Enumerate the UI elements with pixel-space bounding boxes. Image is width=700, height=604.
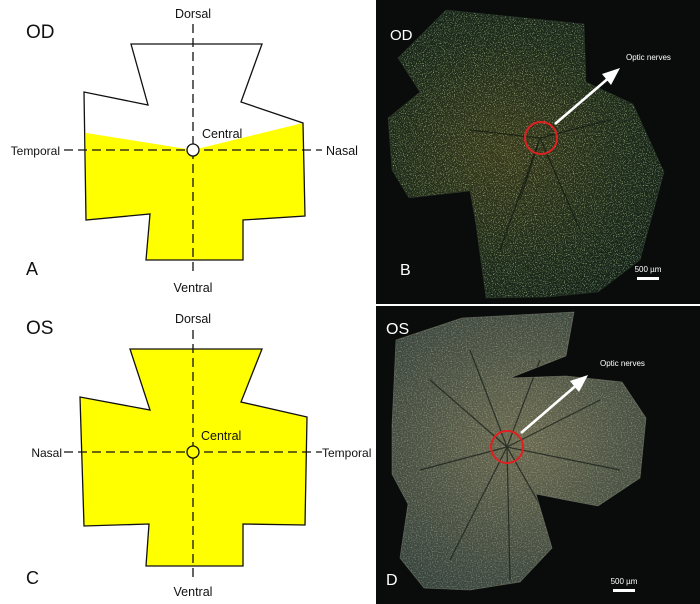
panel-a-highlight-region — [86, 123, 305, 260]
panel-b-arrow-head — [602, 68, 620, 85]
panel-c-label-top: Dorsal — [175, 312, 211, 326]
panel-c-letter: C — [26, 568, 39, 588]
panel-c-label-left: Nasal — [31, 446, 62, 460]
panel-b-annotation-arrow — [554, 75, 612, 125]
panel-c-label-right: Temporal — [322, 446, 371, 460]
panel-c: OS C Dorsal Ventral Nasal Temporal Centr… — [26, 312, 371, 599]
panel-d-letter: D — [386, 572, 398, 589]
panel-a-label-left: Temporal — [11, 144, 60, 158]
panel-d-optic-nerve-circle — [490, 430, 524, 464]
panel-c-eye-label: OS — [26, 318, 53, 339]
panel-b-scale-bar — [637, 277, 659, 280]
panel-b-retina-edge — [387, 9, 665, 299]
panel-a-eye-label: OD — [26, 22, 55, 43]
panel-a: OD A Dorsal Ventral Temporal Nasal Centr… — [11, 7, 358, 295]
panel-b-eye-label: OD — [390, 27, 413, 44]
panel-d-arrow-head — [570, 375, 588, 392]
panel-a-label-top: Dorsal — [175, 7, 211, 21]
panel-a-letter: A — [26, 259, 38, 279]
panel-c-label-center: Central — [201, 429, 241, 443]
panel-d-retina-edge — [391, 311, 647, 591]
panel-c-center-marker — [186, 445, 200, 459]
panel-b-scale-label: 500 µm — [635, 265, 662, 274]
panel-d-annotation-text: Optic nerves — [600, 359, 645, 368]
panel-b-annotation-text: Optic nerves — [626, 53, 671, 62]
panel-d-scale-label: 500 µm — [611, 577, 638, 586]
panel-b: Optic nerves OD B 500 µm — [376, 0, 700, 304]
panel-a-center-marker — [186, 143, 200, 157]
panel-a-label-bottom: Ventral — [174, 281, 213, 295]
panel-a-label-right: Nasal — [326, 144, 358, 158]
panel-d-annotation-arrow — [520, 382, 580, 434]
panel-d-scale-bar — [613, 589, 635, 592]
panel-b-optic-nerve-circle — [524, 121, 558, 155]
panel-a-retina-outline — [83, 43, 306, 261]
panel-b-letter: B — [400, 262, 411, 279]
panel-d: Optic nerves OS D 500 µm — [376, 306, 700, 604]
panel-d-eye-label: OS — [386, 321, 409, 338]
panel-a-label-center: Central — [202, 127, 242, 141]
panel-c-label-bottom: Ventral — [174, 585, 213, 599]
